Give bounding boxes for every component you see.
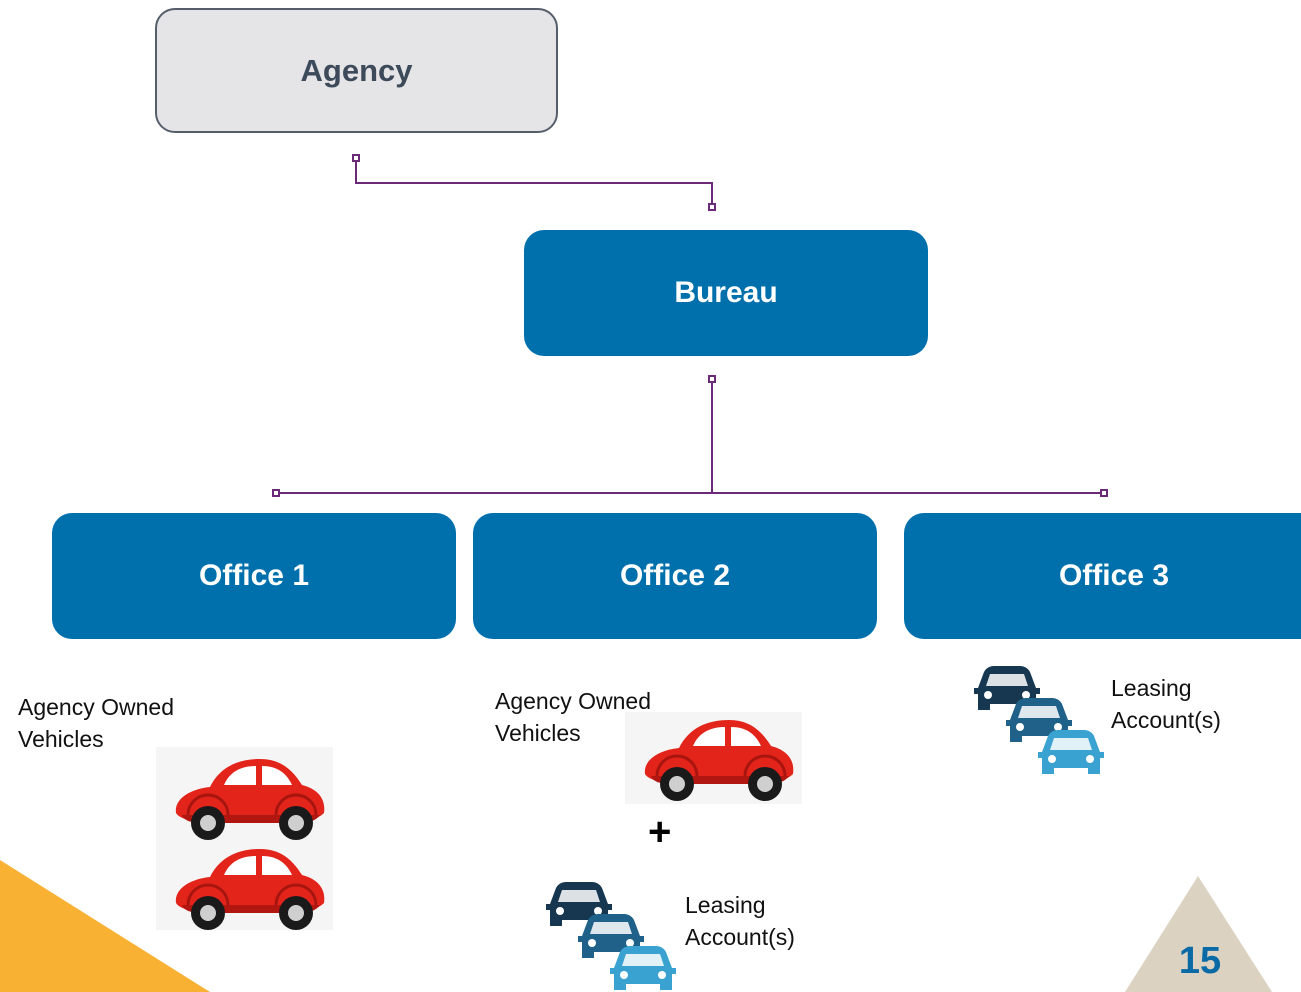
page-number: 15 <box>1178 940 1222 982</box>
connector-agency-bureau <box>352 154 716 211</box>
office-1-node[interactable]: Office 1 <box>52 513 456 639</box>
leased-cars-icon <box>968 664 1108 782</box>
agency-node[interactable]: Agency <box>155 8 558 133</box>
plus-sign: + <box>648 810 672 854</box>
office-3-leasing-label: Leasing Account(s) <box>1111 675 1221 733</box>
office-1-label: Office 1 <box>198 559 310 592</box>
office-1-owned-label: Agency Owned Vehicles <box>18 694 174 752</box>
orange-corner-shape <box>0 860 210 992</box>
office-2-label: Office 2 <box>619 559 731 592</box>
office-2-node[interactable]: Office 2 <box>473 513 877 639</box>
office-2-owned-label: Agency Owned Vehicles <box>495 688 651 746</box>
connector-bureau-offices <box>272 375 1108 497</box>
bureau-node[interactable]: Bureau <box>524 230 928 356</box>
office-2-cars-panel <box>625 712 802 804</box>
office-2-leasing-label: Leasing Account(s) <box>685 892 795 950</box>
tan-triangle-shape <box>1125 876 1272 992</box>
bureau-label: Bureau <box>674 276 778 309</box>
office-3-label: Office 3 <box>1058 559 1170 592</box>
agency-label: Agency <box>300 52 413 88</box>
office-3-node[interactable]: Office 3 <box>904 513 1301 639</box>
red-car-icon <box>174 757 326 932</box>
leased-cars-icon <box>540 880 680 992</box>
red-car-icon <box>643 718 795 803</box>
office-1-cars-panel <box>156 747 333 932</box>
